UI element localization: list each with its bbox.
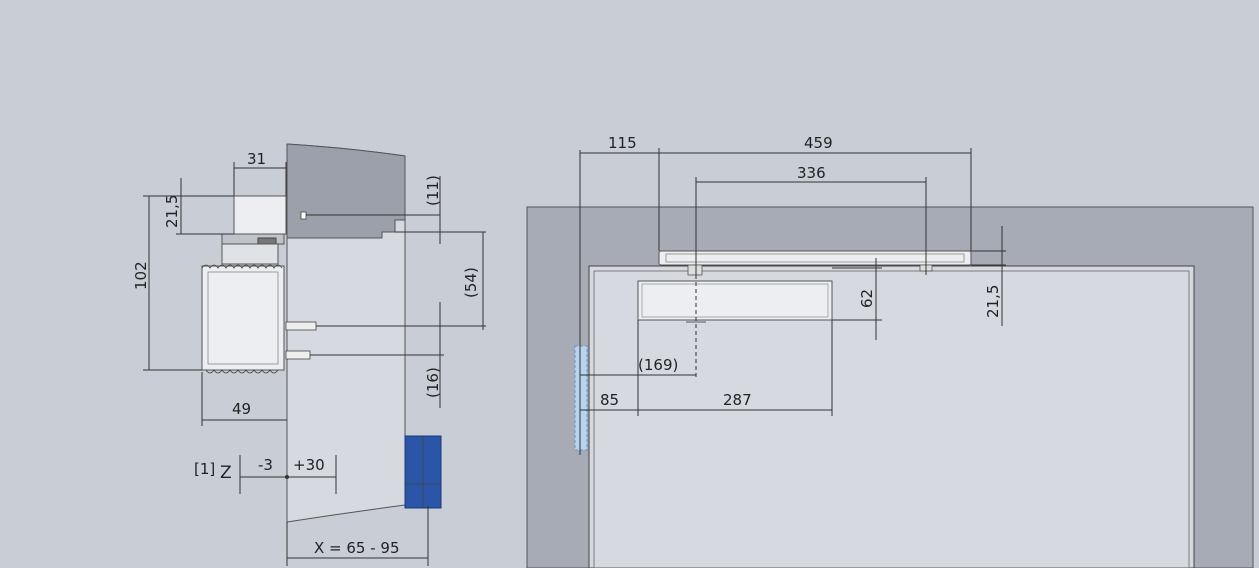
closer-body-side [201, 265, 285, 371]
side-view: 31 21,5 102 (11) (54) (16) 49 [1] Z [132, 143, 486, 566]
dim-minus-3: -3 [258, 456, 273, 474]
dim-16: (16) [424, 367, 442, 398]
dim-49: 49 [232, 400, 251, 418]
frame-section [286, 143, 406, 239]
dim-11: (11) [424, 175, 442, 206]
front-view: 115 459 336 62 21,5 (169) 85 287 [526, 134, 1254, 568]
arm-head [233, 195, 287, 235]
dim-102: 102 [132, 261, 150, 290]
dim-62: 62 [858, 289, 876, 308]
dim-21-5-right: 21,5 [984, 285, 1002, 318]
closer-body-front [637, 280, 833, 321]
dim-31: 31 [247, 150, 266, 168]
hinge [574, 345, 588, 451]
slide-rail [658, 250, 972, 266]
dim-54: (54) [462, 267, 480, 298]
dim-336: 336 [797, 164, 826, 182]
dim-169: (169) [638, 356, 678, 374]
label-ref-1: [1] [194, 460, 215, 478]
dim-287: 287 [723, 391, 752, 409]
dim-115: 115 [608, 134, 637, 152]
dim-plus-30: +30 [293, 456, 325, 474]
dim-x: X = 65 - 95 [314, 539, 400, 557]
label-z: Z [220, 463, 232, 483]
dim-85: 85 [600, 391, 619, 409]
dim-21-5-left: 21,5 [163, 195, 181, 228]
dim-459: 459 [804, 134, 833, 152]
